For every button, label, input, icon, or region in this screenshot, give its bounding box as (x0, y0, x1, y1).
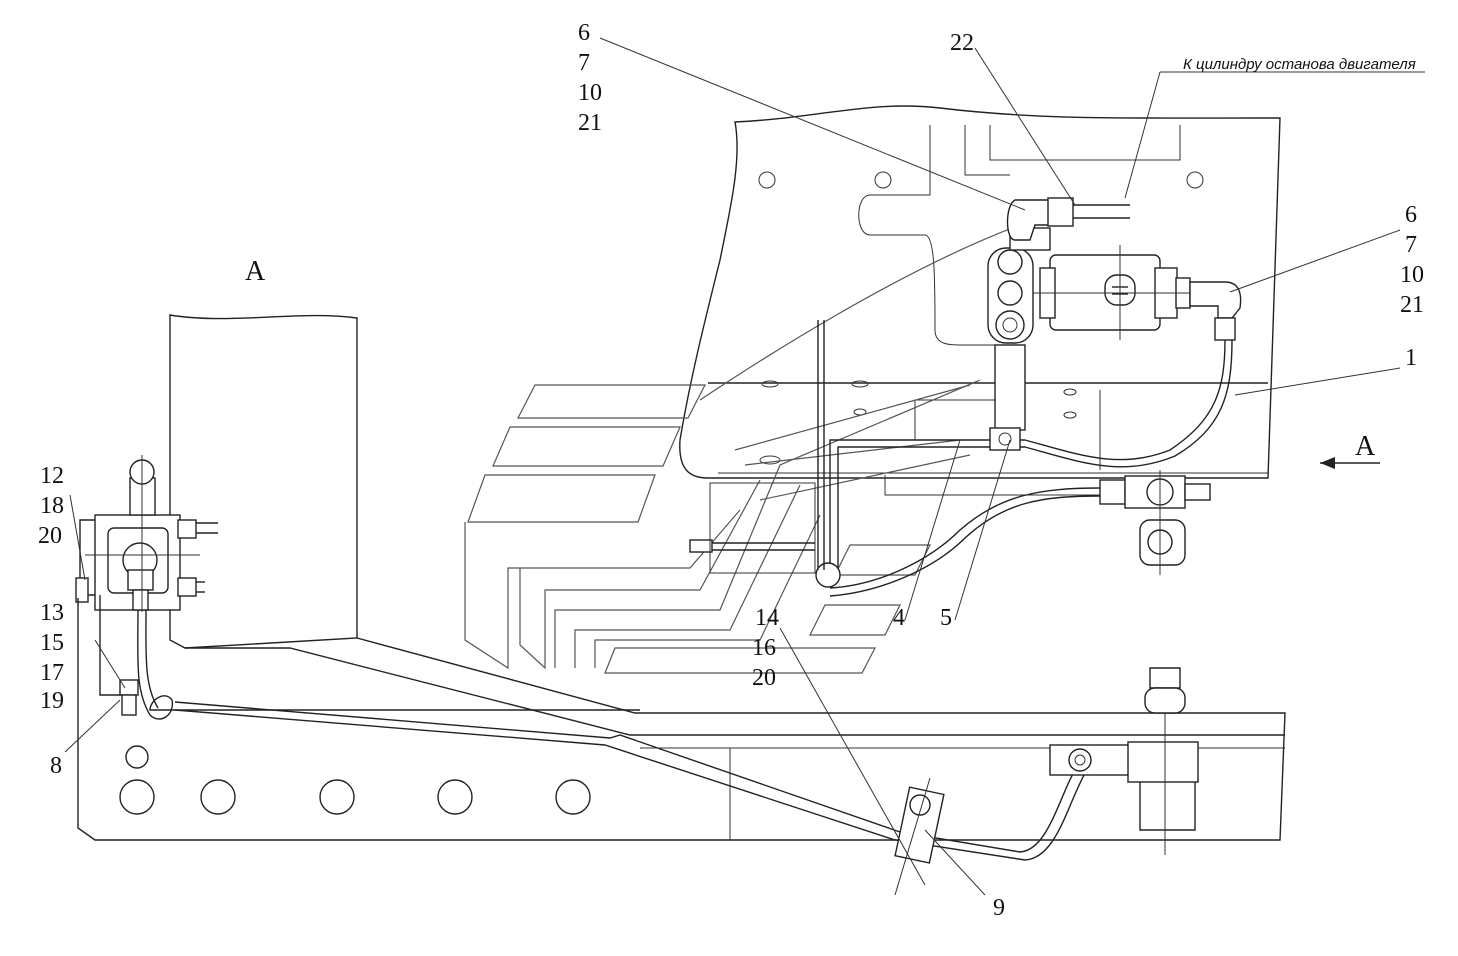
callout-left-lower-3: 17 (40, 660, 64, 686)
callout-right-1: 6 (1405, 202, 1417, 228)
callout-top-left-3: 10 (578, 80, 602, 106)
callout-mid-2: 16 (752, 635, 776, 661)
solenoid-valve (995, 245, 1242, 341)
air-line-tubes-upper (689, 320, 1233, 597)
cab-outline-ghost (464, 224, 1021, 674)
callout-top-left-4: 21 (578, 110, 602, 136)
view-a-label: А (245, 256, 266, 287)
callout-1: 1 (1405, 345, 1417, 371)
callout-left-upper-3: 20 (38, 523, 62, 549)
valve-bracket (987, 227, 1051, 431)
frame-rail-upper (708, 380, 1268, 496)
callout-4: 4 (893, 605, 905, 631)
engine-bracket-plate (679, 105, 1281, 479)
callout-labels: А А К цилиндру останова двигателя 6 7 10… (38, 20, 1424, 921)
callout-left-lower-4: 19 (40, 688, 64, 714)
leader-lines (64, 37, 1425, 896)
callout-right-4: 21 (1400, 292, 1424, 318)
callout-9: 9 (993, 895, 1005, 921)
frame-rail-lower (77, 598, 1286, 896)
arrow-a-label: А (1355, 431, 1376, 462)
engine-stop-note: К цилиндру останова двигателя (1183, 56, 1416, 73)
callout-left-lower-2: 15 (40, 630, 64, 656)
left-bracket-view-a (75, 314, 640, 720)
callout-22: 22 (950, 30, 974, 56)
callout-top-left-2: 7 (578, 50, 590, 76)
callout-8: 8 (50, 753, 62, 779)
callout-top-left-1: 6 (578, 20, 590, 46)
callout-left-lower-1: 13 (40, 600, 64, 626)
callout-right-2: 7 (1405, 232, 1417, 258)
callout-mid-1: 14 (755, 605, 779, 631)
callout-mid-3: 20 (752, 665, 776, 691)
callout-left-upper-1: 12 (40, 463, 64, 489)
top-elbow-fitting (1006, 197, 1130, 241)
callout-left-upper-2: 18 (40, 493, 64, 519)
callout-right-3: 10 (1400, 262, 1424, 288)
callout-5: 5 (940, 605, 952, 631)
